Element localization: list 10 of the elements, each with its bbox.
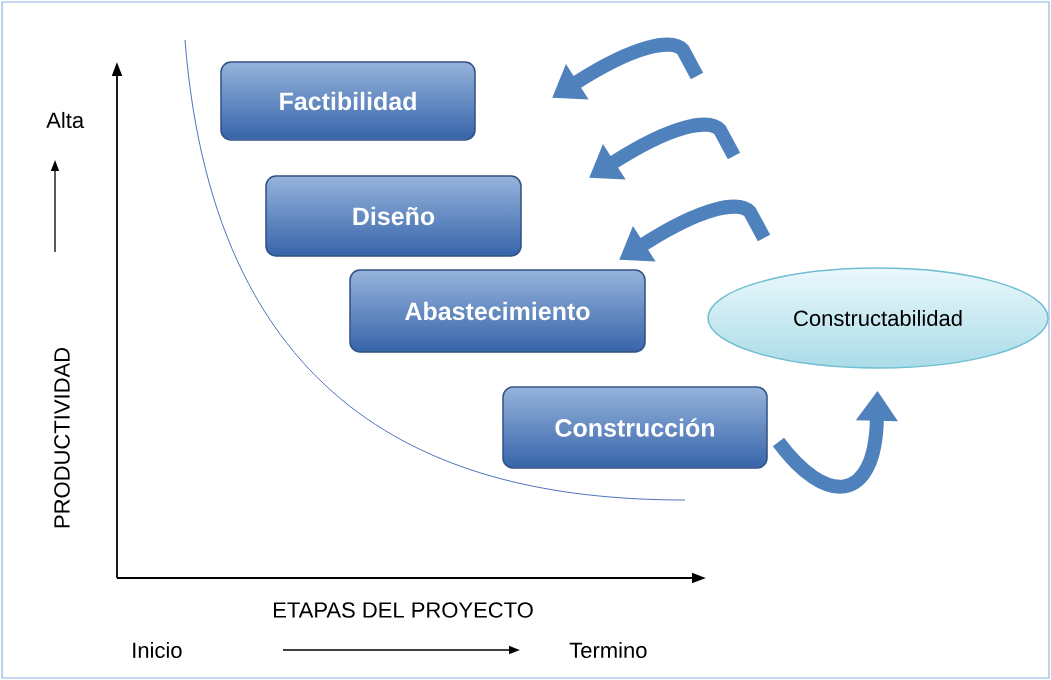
stage-box: Factibilidad [220,61,476,141]
stage-box: Diseño [265,175,522,257]
ellipse-node: Constructabilidad [707,267,1049,369]
axis-label: Alta [46,111,85,129]
axis-label: PRODUCTIVIDAD [54,348,70,528]
stage-box: Construcción [502,386,768,469]
axis-label: Termino [569,641,647,659]
axis-label: Inicio [133,641,182,659]
stage-box: Abastecimiento [349,269,646,353]
axis-label: ETAPAS DEL PROYECTO [274,602,533,618]
